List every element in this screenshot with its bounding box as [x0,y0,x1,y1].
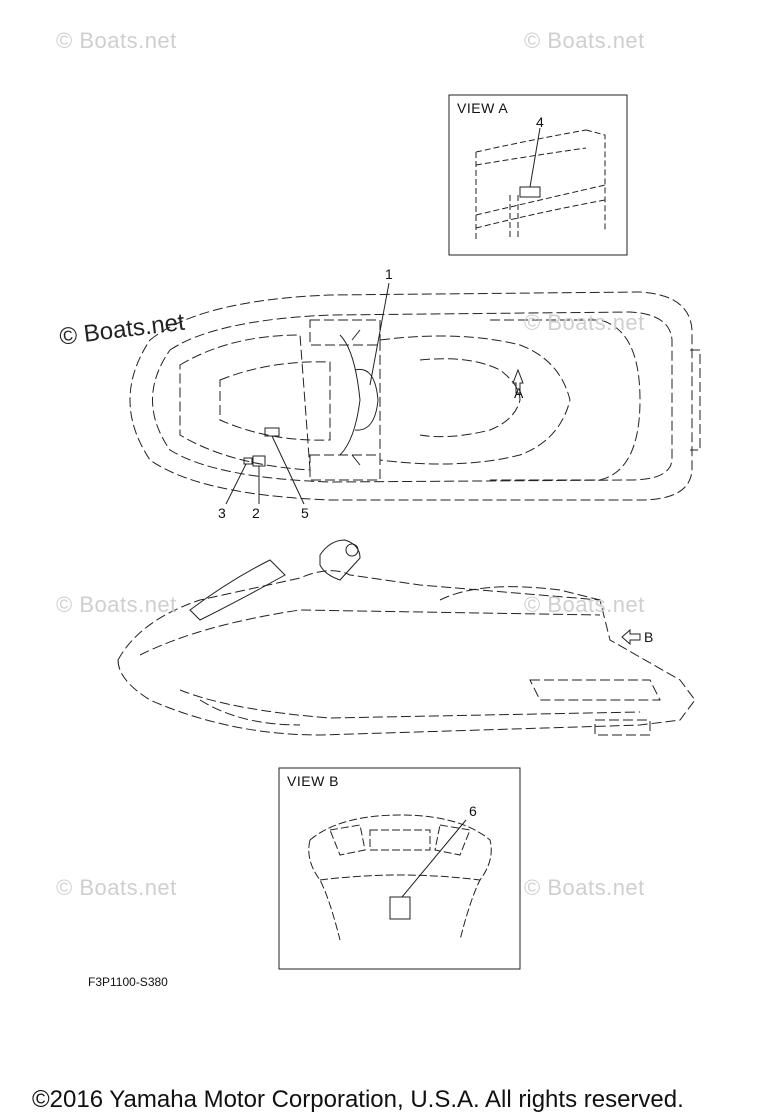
view-b-arrow [621,628,641,646]
view-a-arrow [512,368,524,394]
view-a-arrow-label: A [514,385,524,401]
view-b-frame [278,767,521,970]
callout-1: 1 [385,266,393,282]
watermark: © Boats.net [56,875,177,900]
leader-1 [369,282,390,386]
top-view-hull [129,291,701,501]
diagram-code: F3P1100-S380 [88,975,168,989]
watermark: © Boats.net [524,28,645,53]
watermark: © Boats.net [56,28,177,53]
watermark: © Boats.net [524,592,645,617]
leader-3 [225,463,247,505]
watermark: © Boats.net [56,592,177,617]
view-b-title: VIEW B [287,773,340,789]
view-b-arrow-label: B [644,629,654,645]
label-part-6 [389,896,411,920]
view-a-title: VIEW A [457,100,509,116]
callout-4: 4 [536,114,544,130]
callout-3: 3 [218,505,226,521]
copyright-notice: ©2016 Yamaha Motor Corporation, U.S.A. A… [32,1086,684,1113]
label-part-2 [252,455,266,467]
leader-5 [271,435,305,505]
label-part-3 [243,457,253,465]
leader-6 [401,819,467,898]
top-view-handlebar [339,329,379,466]
view-b-drawing [308,814,492,941]
watermark: © Boats.net [524,875,645,900]
side-view-hull [117,570,696,736]
watermark: © Boats.net [524,310,645,335]
leader-4 [529,127,541,188]
callout-6: 6 [469,803,477,819]
view-a-frame [448,94,628,256]
side-view-seat-and-bars [189,539,361,621]
callout-5: 5 [301,505,309,521]
label-part-4 [519,186,541,198]
view-a-drawing [475,129,606,240]
callout-2: 2 [252,505,260,521]
